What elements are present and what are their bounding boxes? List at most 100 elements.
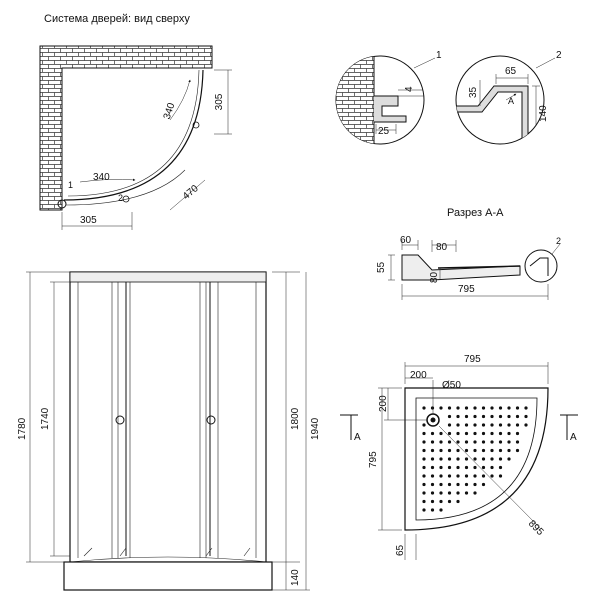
anti-slip-dot	[490, 465, 494, 470]
anti-slip-dot	[464, 465, 469, 470]
dim-795-line	[401, 284, 549, 300]
anti-slip-dot	[439, 406, 443, 410]
anti-slip-dot	[473, 414, 477, 419]
dim-340-upper: 340	[162, 101, 178, 121]
anti-slip-dot	[439, 491, 443, 495]
dim-305-right: 305	[214, 93, 225, 110]
anti-slip-dot	[464, 406, 469, 410]
anti-slip-dot	[439, 499, 443, 504]
anti-slip-dot	[481, 448, 486, 453]
profile-section	[374, 95, 407, 123]
anti-slip-dot	[507, 457, 511, 461]
anti-slip-dot	[473, 465, 477, 470]
anti-slip-dot	[456, 406, 460, 410]
anti-slip-dot	[490, 440, 494, 444]
section-mark: A	[508, 96, 514, 106]
anti-slip-dot	[447, 465, 452, 470]
anti-slip-dot	[447, 431, 452, 436]
anti-slip-dot	[430, 448, 435, 453]
anti-slip-dot	[422, 440, 426, 444]
anti-slip-dot	[473, 482, 477, 487]
dim-35: 35	[468, 86, 479, 98]
anti-slip-dot	[498, 414, 503, 419]
anti-slip-dot	[515, 448, 520, 453]
anti-slip-dot	[473, 423, 477, 427]
anti-slip-dot	[515, 440, 520, 444]
anti-slip-dot	[422, 491, 426, 495]
anti-slip-dot	[507, 406, 511, 410]
anti-slip-dot	[498, 423, 503, 427]
tray-plan: 795 200 Ø50 200 795 895 65 A A	[340, 354, 578, 560]
anti-slip-dot	[422, 423, 426, 427]
anti-slip-dot	[430, 491, 435, 495]
dim-25: 25	[378, 126, 390, 137]
door-handle	[192, 121, 200, 129]
anti-slip-dot	[439, 431, 443, 436]
anti-slip-dot	[439, 474, 443, 478]
anti-slip-dot	[456, 414, 460, 419]
dim-795-left: 795	[368, 451, 379, 468]
anti-slip-dot	[490, 448, 494, 453]
anti-slip-dot	[490, 474, 494, 478]
dim-340-lower: 340	[93, 172, 110, 183]
dim-1740: 1740	[40, 407, 51, 430]
dim-140: 140	[290, 569, 301, 586]
tray-outline	[404, 387, 549, 531]
dim-140: 140	[538, 105, 549, 122]
anti-slip-dot	[439, 482, 443, 487]
anti-slip-dot	[430, 482, 435, 487]
dim-65: 65	[505, 66, 517, 77]
anti-slip-dot	[447, 440, 452, 444]
dim-65: 65	[395, 544, 406, 556]
section-title: Разрез А-А	[447, 207, 504, 219]
callout-2: 2	[556, 236, 561, 246]
anti-slip-dot	[473, 448, 477, 453]
anti-slip-dot	[422, 431, 426, 436]
anti-slip-dot	[481, 465, 486, 470]
dim-1940-line	[272, 272, 310, 591]
anti-slip-dot	[490, 414, 494, 419]
dim-795: 795	[458, 284, 475, 295]
dim-470-line	[169, 179, 206, 211]
dim-1940: 1940	[310, 417, 321, 440]
anti-slip-dot	[507, 423, 511, 427]
callout-1: 1	[436, 50, 442, 61]
anti-slip-dot	[430, 499, 435, 504]
anti-slip-dot	[507, 440, 511, 444]
dim-795-top-line	[404, 362, 549, 384]
brick-wall	[336, 56, 374, 144]
glass-curve-outer	[63, 69, 204, 201]
anti-slip-dot	[464, 431, 469, 436]
anti-slip-dot	[490, 423, 494, 427]
dim-1740-line	[50, 281, 70, 557]
anti-slip-dot	[430, 431, 435, 436]
detail-2: 2 65 35 140 A	[455, 50, 562, 145]
shower-tray	[63, 561, 273, 591]
anti-slip-dot	[430, 465, 435, 470]
callout-2: 2	[118, 193, 123, 203]
glass-panel-lines	[77, 282, 257, 558]
anti-slip-dot	[430, 406, 435, 410]
top-view: Система дверей: вид сверху 305 340 340 4…	[39, 13, 232, 230]
anti-slip-dot	[464, 482, 469, 487]
dim-1780-line	[26, 271, 70, 563]
anti-slip-dot	[447, 448, 452, 453]
anti-slip-dot	[422, 474, 426, 478]
anti-slip-dot	[447, 499, 452, 504]
swing-arrow-lower	[79, 178, 136, 183]
anti-slip-dot	[515, 406, 520, 410]
anti-slip-dot	[439, 448, 443, 453]
cabin-frame	[69, 271, 267, 563]
anti-slip-dot	[473, 406, 477, 410]
anti-slip-dot	[498, 465, 503, 470]
anti-slip-dot	[447, 406, 452, 410]
anti-slip-dot	[456, 431, 460, 436]
anti-slip-dot	[430, 440, 435, 444]
anti-slip-dot	[490, 457, 494, 461]
door-handle	[115, 415, 125, 425]
tray-edge-section	[456, 85, 529, 144]
anti-slip-dot	[464, 448, 469, 453]
top-rail	[69, 271, 267, 283]
dim-200-v: 200	[378, 395, 389, 412]
dim-80-top: 80	[436, 242, 448, 253]
